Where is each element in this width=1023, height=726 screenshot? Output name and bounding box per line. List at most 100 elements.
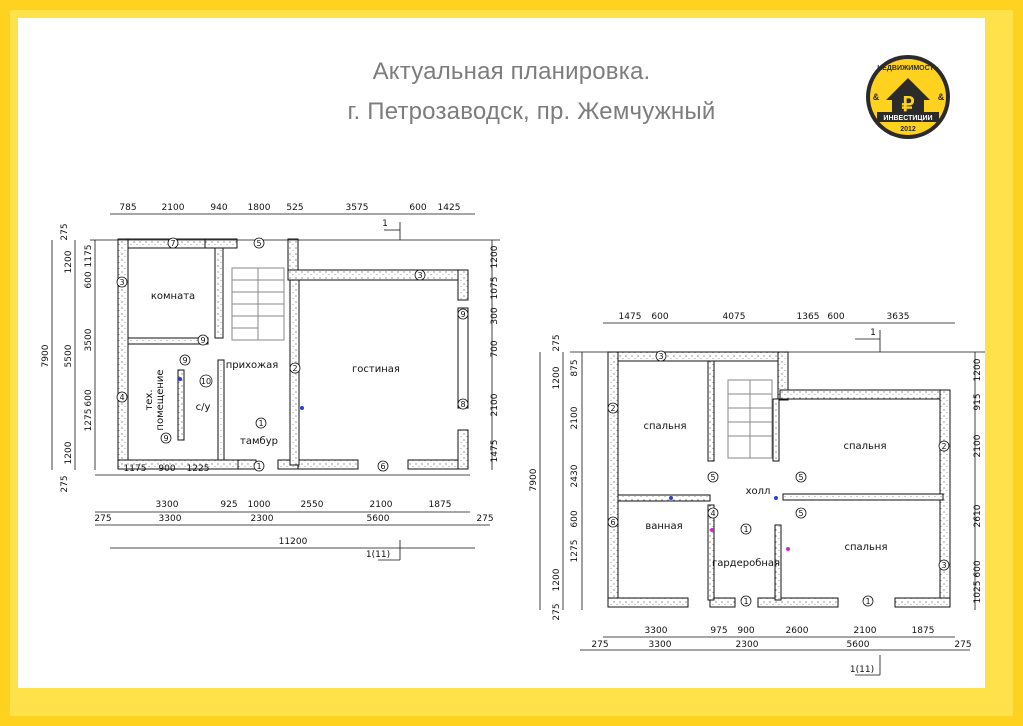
plan1-dim-b3-0: 275 <box>94 514 111 524</box>
plan1-dim-left-inner-0: 1175 <box>84 245 94 268</box>
plan1-dim-b1-1: 900 <box>158 464 175 474</box>
svg-text:9: 9 <box>200 336 205 345</box>
plan2-dim-left-mid-1: 2100 <box>570 406 580 429</box>
plan1-dim-b1-2: 1225 <box>187 464 210 474</box>
plan2-dim-b1-5: 1875 <box>912 626 935 636</box>
plan2-dim-b2-0: 275 <box>591 640 608 650</box>
page-title-line1: Актуальная планировка. <box>372 58 651 85</box>
svg-text:4: 4 <box>710 509 715 518</box>
plan1-room-tekh2: помещение <box>155 369 166 430</box>
plan1-marker-2: 3 <box>116 276 128 288</box>
plan1-marker-0: 7 <box>167 237 179 249</box>
plan2-dim-left-mid-6: 1200 <box>552 568 562 591</box>
plan1-dim-b2-5: 1875 <box>429 500 452 510</box>
plan1-room-gostinaya: гостиная <box>352 364 400 375</box>
plan1-stairs <box>231 267 285 341</box>
page-title-line2: г. Петрозаводск, пр. Жемчужный <box>347 98 716 125</box>
plan2-dim-left-mid-3: 600 <box>570 510 580 527</box>
plan2-outlet-dot <box>669 496 673 500</box>
plan1-dim-b2-4: 2100 <box>370 500 393 510</box>
plan1-dim-right-3: 700 <box>490 340 500 357</box>
plan1-dim-b1-0: 1175 <box>124 464 147 474</box>
plan2-dim-right-0: 1200 <box>973 358 983 381</box>
plan1-dim-top-2: 940 <box>210 203 227 213</box>
logo-ampersand-right: & <box>938 92 945 102</box>
plan2-dim-left-mid-4: 1275 <box>570 540 580 563</box>
plan-sheet <box>18 18 985 688</box>
plan2-dim-left-mid-2: 2430 <box>570 464 580 487</box>
plan2-dim-b2-3: 5600 <box>847 640 870 650</box>
plan1-dim-b3-2: 2300 <box>251 514 274 524</box>
svg-text:2: 2 <box>941 442 946 451</box>
logo-year: 2012 <box>900 126 916 133</box>
svg-text:5: 5 <box>710 473 715 482</box>
plan1-marker-14: 6 <box>377 460 389 472</box>
plan1-dim-right-4: 2100 <box>490 393 500 416</box>
plan2-marker-7: 2 <box>938 440 950 452</box>
plan1-dim-top-3: 1800 <box>248 203 271 213</box>
plan1-room-su: с/у <box>196 402 211 413</box>
svg-text:9: 9 <box>163 434 168 443</box>
svg-text:4: 4 <box>119 393 124 402</box>
plan1-dim-b3-4: 275 <box>476 514 493 524</box>
plan2-dim-b1-3: 2600 <box>786 626 809 636</box>
svg-text:3: 3 <box>119 278 124 287</box>
plan2-dim-right-2: 2100 <box>973 434 983 457</box>
plan2-room-garderobnaya: гардеробная <box>712 558 780 569</box>
plan2-stairs <box>727 379 773 459</box>
plan1-room-tekh1: тех. <box>144 389 155 410</box>
plan2-room-spalnya2: спальня <box>843 441 886 452</box>
plan2-marker-10: 3 <box>938 559 950 571</box>
plan1-dim-right-5: 1475 <box>490 440 500 463</box>
plan2-outlet-dot-4 <box>786 547 790 551</box>
plan2-dim-top-small: 275 <box>552 334 562 351</box>
plan1-dim-top-7: 1425 <box>438 203 461 213</box>
plan2-dim-left-mid-5: 1200 <box>552 366 562 389</box>
svg-text:1: 1 <box>743 597 748 606</box>
plan2-room-spalnya3: спальня <box>844 542 887 553</box>
svg-text:6: 6 <box>380 462 385 471</box>
plan1-dim-top-6: 600 <box>409 203 426 213</box>
svg-text:2: 2 <box>610 404 615 413</box>
plan2-dim-b1-4: 2100 <box>854 626 877 636</box>
plan1-dimensions <box>51 213 500 561</box>
plan2-room-spalnya1: спальня <box>643 421 686 432</box>
logo-house-icon <box>886 78 930 116</box>
plan2-dim-top-5: 3635 <box>887 312 910 322</box>
plan2-marker-8: 6 <box>607 516 619 528</box>
svg-text:3: 3 <box>417 271 422 280</box>
svg-text:5: 5 <box>256 239 261 248</box>
plan2-dim-left-small-0: 275 <box>552 603 562 620</box>
plan2-marker-3: 4 <box>707 507 719 519</box>
plan2-room-vannaya: ванная <box>645 521 682 532</box>
logo-ampersand-left: & <box>873 92 880 102</box>
plan1-dim-b3-1: 3300 <box>159 514 182 524</box>
plan1-marker-8: 1 <box>255 417 267 429</box>
plan1-dim-top-5: 3575 <box>346 203 369 213</box>
plan1-dim-b2-2: 1000 <box>248 500 271 510</box>
plan1-marker-6: 4 <box>116 391 128 403</box>
plan1-dim-b2-1: 925 <box>220 500 237 510</box>
plan1-dim-right-2: 300 <box>490 307 500 324</box>
plan2-room-kholl: холл <box>746 486 771 497</box>
plan1-dim-left-inner-1: 600 <box>84 271 94 288</box>
plan1-dim-top-small: 275 <box>60 223 70 240</box>
plan2-dim-b2-2: 2300 <box>736 640 759 650</box>
plan1-outlet-dot <box>178 377 182 381</box>
plan1-dim-left-mid-2: 1200 <box>64 441 74 464</box>
floor-plan-2: спальня спальня спальня холл ванная гард… <box>529 312 985 676</box>
plan2-dim-top-3: 1365 <box>797 312 820 322</box>
plan1-marker-3: 9 <box>197 334 209 346</box>
svg-text:9: 9 <box>460 310 465 319</box>
plan2-dim-b1-0: 3300 <box>645 626 668 636</box>
plan1-dim-b2-3: 2550 <box>301 500 324 510</box>
plan1-marker-12: 8 <box>457 398 469 410</box>
plan1-marker-11: 9 <box>457 308 469 320</box>
plan1-dim-right-0: 1200 <box>490 245 500 268</box>
plan1-outlet-dot-2 <box>300 406 304 410</box>
plan2-marker-1: 2 <box>607 402 619 414</box>
plan1-dim-top-4: 525 <box>286 203 303 213</box>
plan2-dim-top-2: 4075 <box>723 312 746 322</box>
plan1-dim-left-inner-3: 1275 <box>84 409 94 432</box>
svg-text:3: 3 <box>941 561 946 570</box>
